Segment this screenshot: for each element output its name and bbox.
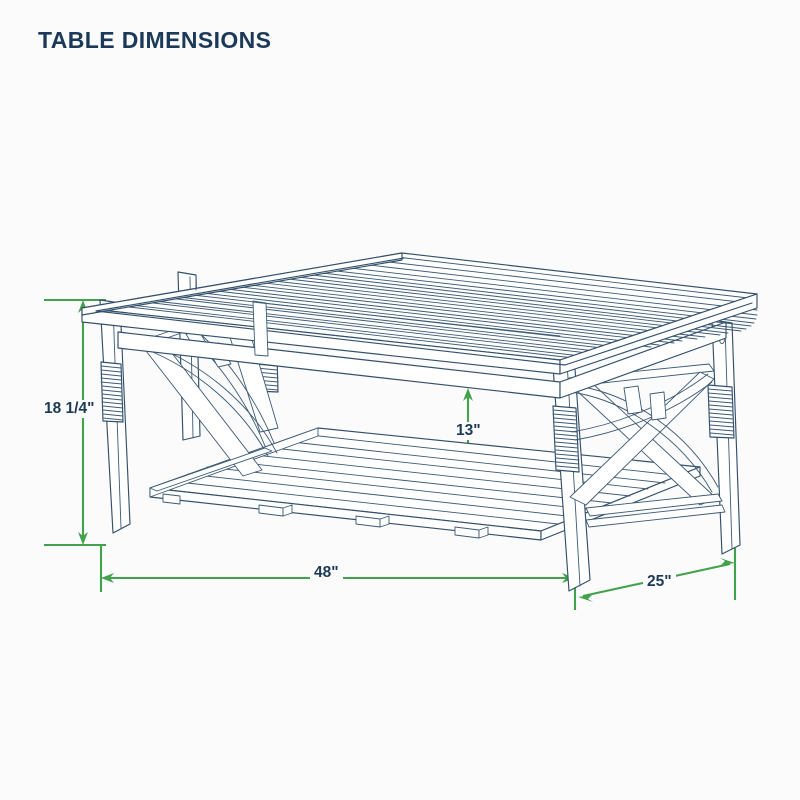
dimension-label-height: 18 1/4" [40, 400, 99, 418]
leg-front-left [99, 299, 131, 534]
leg-wrap-front-right [552, 405, 580, 473]
leg-back-right [707, 319, 741, 555]
page-title: TABLE DIMENSIONS [38, 27, 272, 53]
dimension-label-length: 48" [310, 564, 343, 582]
leg-wrap-front-left [100, 361, 124, 423]
inner-post-left [252, 300, 269, 357]
back-apron [195, 275, 561, 337]
coffee-table-drawing [81, 252, 758, 592]
dimension-label-shelf-height: 13" [452, 422, 485, 440]
dimension-label-depth: 25" [643, 573, 676, 591]
leg-front-right [550, 337, 591, 592]
shelf-support-blocks [162, 493, 489, 539]
dimension-height [44, 298, 106, 547]
table-top [81, 252, 758, 375]
table-apron [117, 321, 727, 399]
leg-wrap-back-right [707, 384, 735, 439]
table-top-slats [102, 255, 758, 360]
